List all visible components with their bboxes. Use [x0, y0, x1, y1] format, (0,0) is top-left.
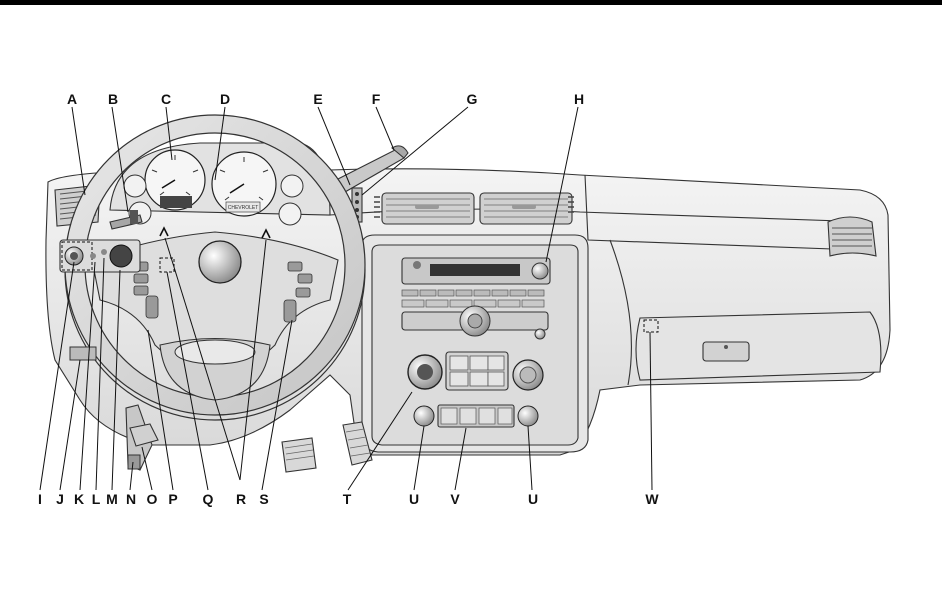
callout-a: A	[67, 91, 77, 107]
callout-u-right: U	[528, 491, 538, 507]
callout-q: Q	[203, 491, 214, 507]
callout-c: C	[161, 91, 171, 107]
callout-f: F	[372, 91, 381, 107]
gauge-badge: CHEVROLET	[228, 205, 259, 211]
callout-h: H	[574, 91, 584, 107]
callout-j: J	[56, 491, 64, 507]
callout-s: S	[259, 491, 268, 507]
callout-k: K	[74, 491, 84, 507]
callout-n: N	[126, 491, 136, 507]
top-callouts: A B C D E F G H	[67, 91, 584, 107]
bottom-callouts: I J K L M N O P Q R S T U V U W	[38, 491, 659, 507]
callout-g: G	[467, 91, 478, 107]
center-air-vents	[374, 193, 574, 224]
callout-l: L	[92, 491, 101, 507]
callout-d: D	[220, 91, 230, 107]
callout-w: W	[645, 491, 659, 507]
right-air-vent	[828, 217, 876, 256]
callout-m: M	[106, 491, 118, 507]
callout-v: V	[450, 491, 460, 507]
callout-t: T	[343, 491, 352, 507]
center-stack	[362, 235, 588, 452]
callout-o: O	[147, 491, 158, 507]
callout-i: I	[38, 491, 42, 507]
callout-e: E	[313, 91, 322, 107]
callout-u-left: U	[409, 491, 419, 507]
callout-r: R	[236, 491, 246, 507]
callout-b: B	[108, 91, 118, 107]
callout-p: P	[168, 491, 177, 507]
